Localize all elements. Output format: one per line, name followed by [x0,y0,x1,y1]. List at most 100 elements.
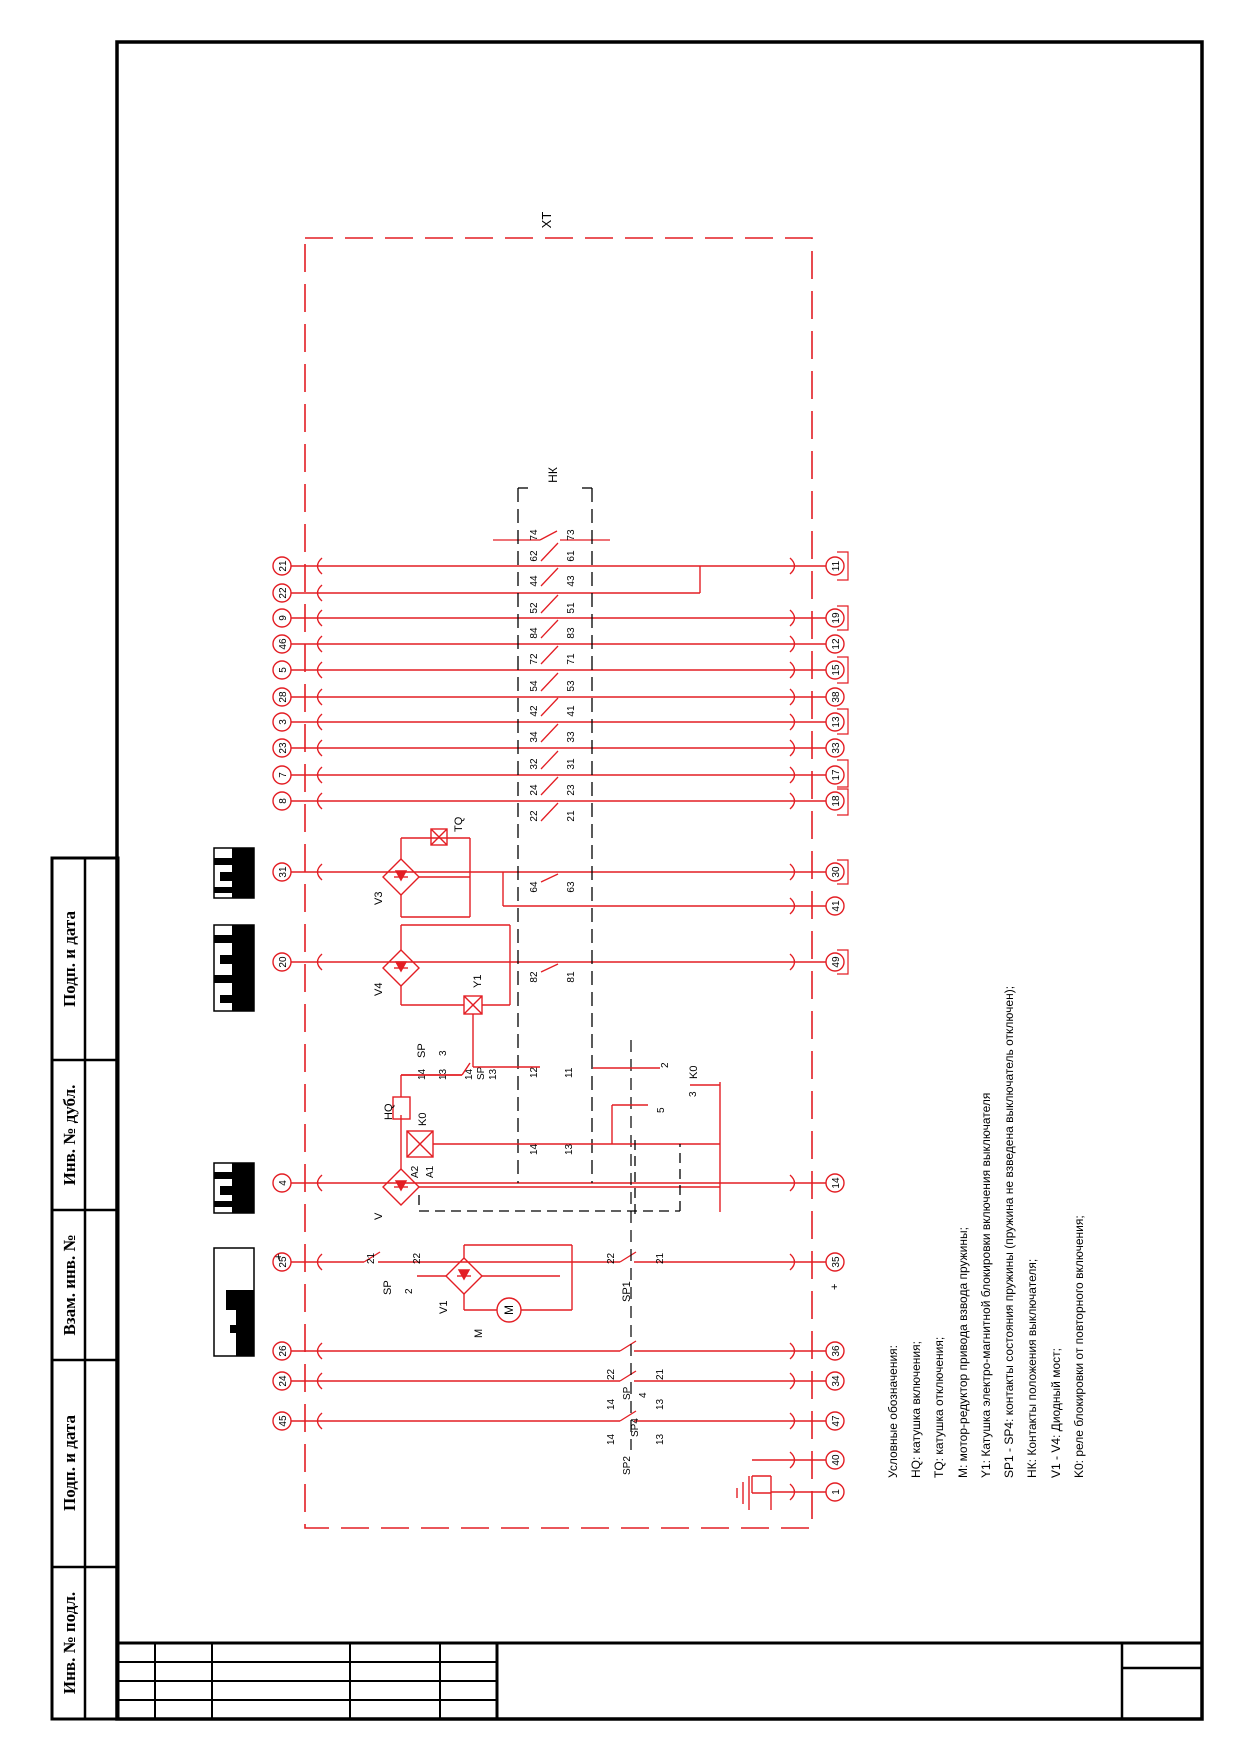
nk-contact-lower-31: 31 [566,758,577,770]
top-fork-1 [316,584,323,602]
stamp-inv-orig: Инв. № подл. [60,1592,79,1694]
bottom-terminal-36: 36 [831,1345,842,1357]
bottom-fork-9 [789,863,796,881]
bottom-fork-5 [789,713,796,731]
nk-contact-lower-23: 23 [566,784,577,796]
top-terminal-46: 46 [278,638,289,650]
top-terminal-8: 8 [278,798,289,804]
nk-contact-upper-54: 54 [529,680,540,692]
bottom-terminal-19: 19 [831,612,842,624]
sp-main-gap [364,1259,378,1265]
nk-contact-upper-72: 72 [529,653,540,665]
sp1-22: 22 [606,1252,617,1264]
top-fork-7 [316,739,323,757]
bottom-terminal-38-circle [825,687,845,707]
bottom-fork-11 [789,953,796,971]
bottom-terminal-18: 18 [831,795,842,807]
sp36-4: 4 [638,1392,649,1398]
bottom-terminal-33-circle [825,738,845,758]
bottom-terminal-33: 33 [831,742,842,754]
bottom-terminal-12: 12 [831,638,842,650]
bottom-fork-0 [789,557,796,575]
sp-main-21: 21 [366,1252,377,1264]
sp-main-label: SP [382,1280,394,1295]
nk-contact-blade-12 [540,873,559,883]
xt-enclosure [304,237,813,1529]
top-fork-8 [316,766,323,784]
bottom-terminal-14: 14 [831,1177,842,1189]
stamp-sign-date-top: Подп. и дата [60,911,79,1007]
top-terminal-4: 4 [278,1180,289,1186]
v1-motor-block [417,1244,573,1323]
legend-line-0: Условные обозначения: [886,1345,900,1478]
top-fork-9 [316,792,323,810]
bottom-bracket-6 [837,859,849,885]
nk-contact-upper-84: 84 [529,627,540,639]
sp-top-13: 13 [438,1068,449,1080]
legend-line-5: SP1 - SP4: контакты состояния пружины (п… [1002,986,1016,1478]
nk-contact-upper-62: 62 [529,550,540,562]
nk-contact-lower-53: 53 [566,680,577,692]
hq-label: HQ [383,1103,395,1120]
bottom-bracket-4 [837,759,849,788]
sp-switch-34-gap [620,1378,634,1384]
top-fork-2 [316,609,323,627]
top-terminal-25-circle [272,1252,292,1272]
bottom-terminal-38: 38 [831,691,842,703]
bottom-terminal-35: 35 [831,1256,842,1268]
bottom-bracket-2 [837,656,849,684]
nk-contact-lower-61: 61 [566,550,577,562]
nk-contact-blade-9 [540,750,559,770]
nk-contact-blade-2 [540,567,559,587]
nk-contact-blade-1 [540,542,559,562]
v4-label: V4 [373,983,385,996]
nk-contact-lower-43: 43 [566,575,577,587]
connector-block-4 [213,1162,255,1214]
bottom-fork-10 [789,897,796,915]
legend-line-8: K0: реле блокировки от повторного включе… [1072,1215,1086,1478]
title-block [117,1641,1202,1719]
a2-label: A2 [410,1165,421,1178]
top-fork-16 [316,1412,323,1430]
top-terminal-3: 3 [278,719,289,725]
bottom-fork-4 [789,688,796,706]
bottom-terminal-41: 41 [831,900,842,912]
top-fork-6 [316,713,323,731]
nk-contact-upper-82: 82 [529,971,540,983]
sp34-13: 13 [655,1398,666,1410]
ko-coil-label: K0 [417,1113,429,1126]
bottom-fork-17 [789,1451,796,1469]
y1-label: Y1 [472,975,484,988]
bottom-terminal-11: 11 [831,560,842,571]
nk-contact-lower-63: 63 [566,881,577,893]
legend-line-3: M: мотор-редуктор привода взвода пружины… [956,1227,970,1478]
bottom-fork-6 [789,739,796,757]
connector-graphics [213,847,255,1357]
sp36-22: 22 [606,1368,617,1380]
legend-line-1: HQ: катушка включения; [909,1341,923,1478]
top-fork-10 [316,863,323,881]
top-terminal-7: 7 [278,772,289,778]
c12-label: 12 [529,1066,540,1078]
top-terminal-24-circle [272,1371,292,1391]
sp-switch-36-blade [619,1340,637,1352]
bottom-terminal-40-circle [825,1450,845,1470]
bottom-terminal-49-circle [825,952,845,972]
top-terminal-31-circle [272,862,292,882]
sp-top-switch [401,1062,540,1076]
v3-bridge-block [382,828,471,918]
sp-main-2: 2 [404,1288,415,1294]
sp-lower-label: SP [622,1386,633,1400]
top-terminal-5: 5 [278,667,289,673]
circuit: 2122946528323783120425262445111912153813… [272,530,849,1502]
bottom-terminal-34-circle [825,1371,845,1391]
stamp-inv-dup: Инв. № дубл. [60,1085,79,1186]
bottom-terminal-18-circle [825,791,845,811]
bottom-terminal-15-circle [825,660,845,680]
bottom-terminal-34: 34 [831,1375,842,1387]
sp4-label: SP4 [630,1418,641,1437]
nk-contact-upper-42: 42 [529,705,540,717]
top-terminal-46-circle [272,634,292,654]
sp1-21: 21 [655,1252,666,1264]
